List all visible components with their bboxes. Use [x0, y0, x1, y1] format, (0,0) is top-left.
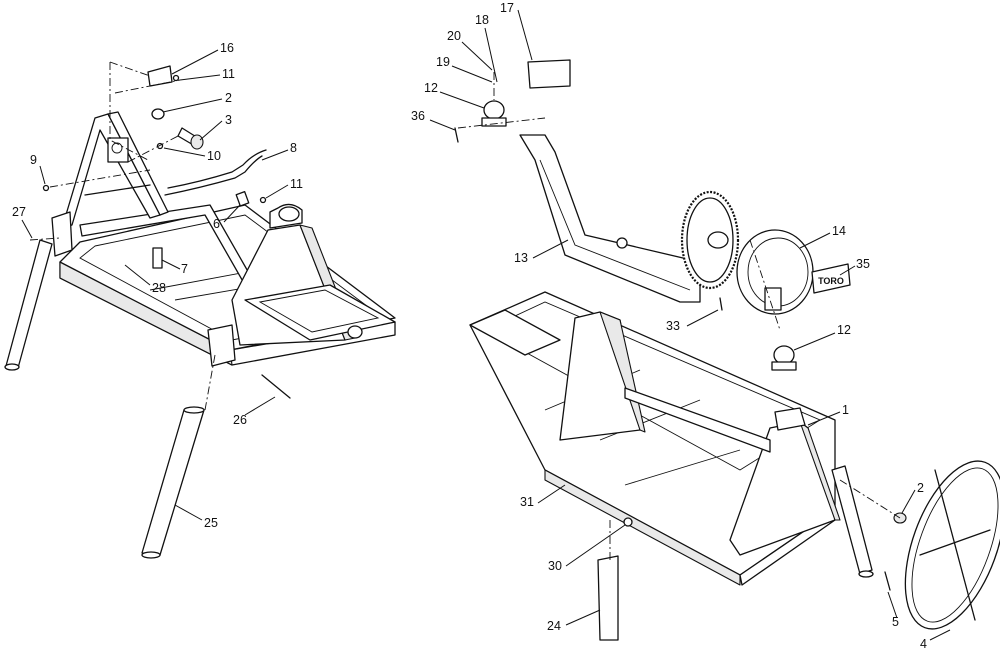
callout-11-upper: 11 — [222, 67, 235, 81]
callout-24: 24 — [547, 619, 561, 633]
handle-8 — [164, 155, 263, 196]
callout-10: 10 — [207, 149, 221, 163]
callout-30: 30 — [548, 559, 562, 573]
callout-4: 4 — [920, 637, 927, 651]
callout-20: 20 — [447, 29, 461, 43]
callout-31: 31 — [520, 495, 534, 509]
right-frame-assembly: TORO — [454, 59, 1000, 641]
plate-7 — [152, 247, 163, 269]
callout-19: 19 — [436, 55, 450, 69]
callout-3: 3 — [225, 113, 232, 127]
handwheel-4 — [904, 460, 1000, 630]
left-frame-assembly — [4, 61, 396, 559]
callout-2-right: 2 — [917, 481, 924, 495]
callout-7: 7 — [181, 262, 188, 276]
callout-18: 18 — [475, 13, 489, 27]
leader-lines — [21, 9, 951, 641]
callout-1: 1 — [842, 403, 849, 417]
callout-36: 36 — [411, 109, 425, 123]
callout-35: 35 — [856, 257, 870, 271]
callout-16: 16 — [220, 41, 234, 55]
callout-17: 17 — [500, 1, 514, 15]
pin-26 — [261, 374, 291, 399]
decal-text: TORO — [818, 276, 844, 286]
callout-2-left: 2 — [225, 91, 232, 105]
callout-8: 8 — [290, 141, 297, 155]
callout-5: 5 — [892, 615, 899, 629]
callout-13: 13 — [514, 251, 528, 265]
callout-labels: 16 11 2 3 10 8 9 11 6 27 7 28 26 25 17 1… — [12, 1, 927, 651]
callout-27: 27 — [12, 205, 26, 219]
bearing-bracket-left — [107, 137, 129, 163]
callout-33: 33 — [666, 319, 680, 333]
callout-12-upper: 12 — [424, 81, 438, 95]
leg-25 — [141, 409, 205, 556]
callout-9: 9 — [30, 153, 37, 167]
bracket-16 — [147, 65, 173, 87]
callout-12-lower: 12 — [837, 323, 851, 337]
bracket-24 — [597, 555, 619, 641]
callout-14: 14 — [832, 224, 846, 238]
callout-25: 25 — [204, 516, 218, 530]
arm-13 — [519, 134, 701, 303]
callout-6: 6 — [213, 217, 220, 231]
bracket-17 — [527, 59, 571, 89]
callout-28: 28 — [152, 281, 166, 295]
callout-26: 26 — [233, 413, 247, 427]
decal-35 — [811, 263, 851, 294]
callout-11-lower: 11 — [290, 177, 303, 191]
